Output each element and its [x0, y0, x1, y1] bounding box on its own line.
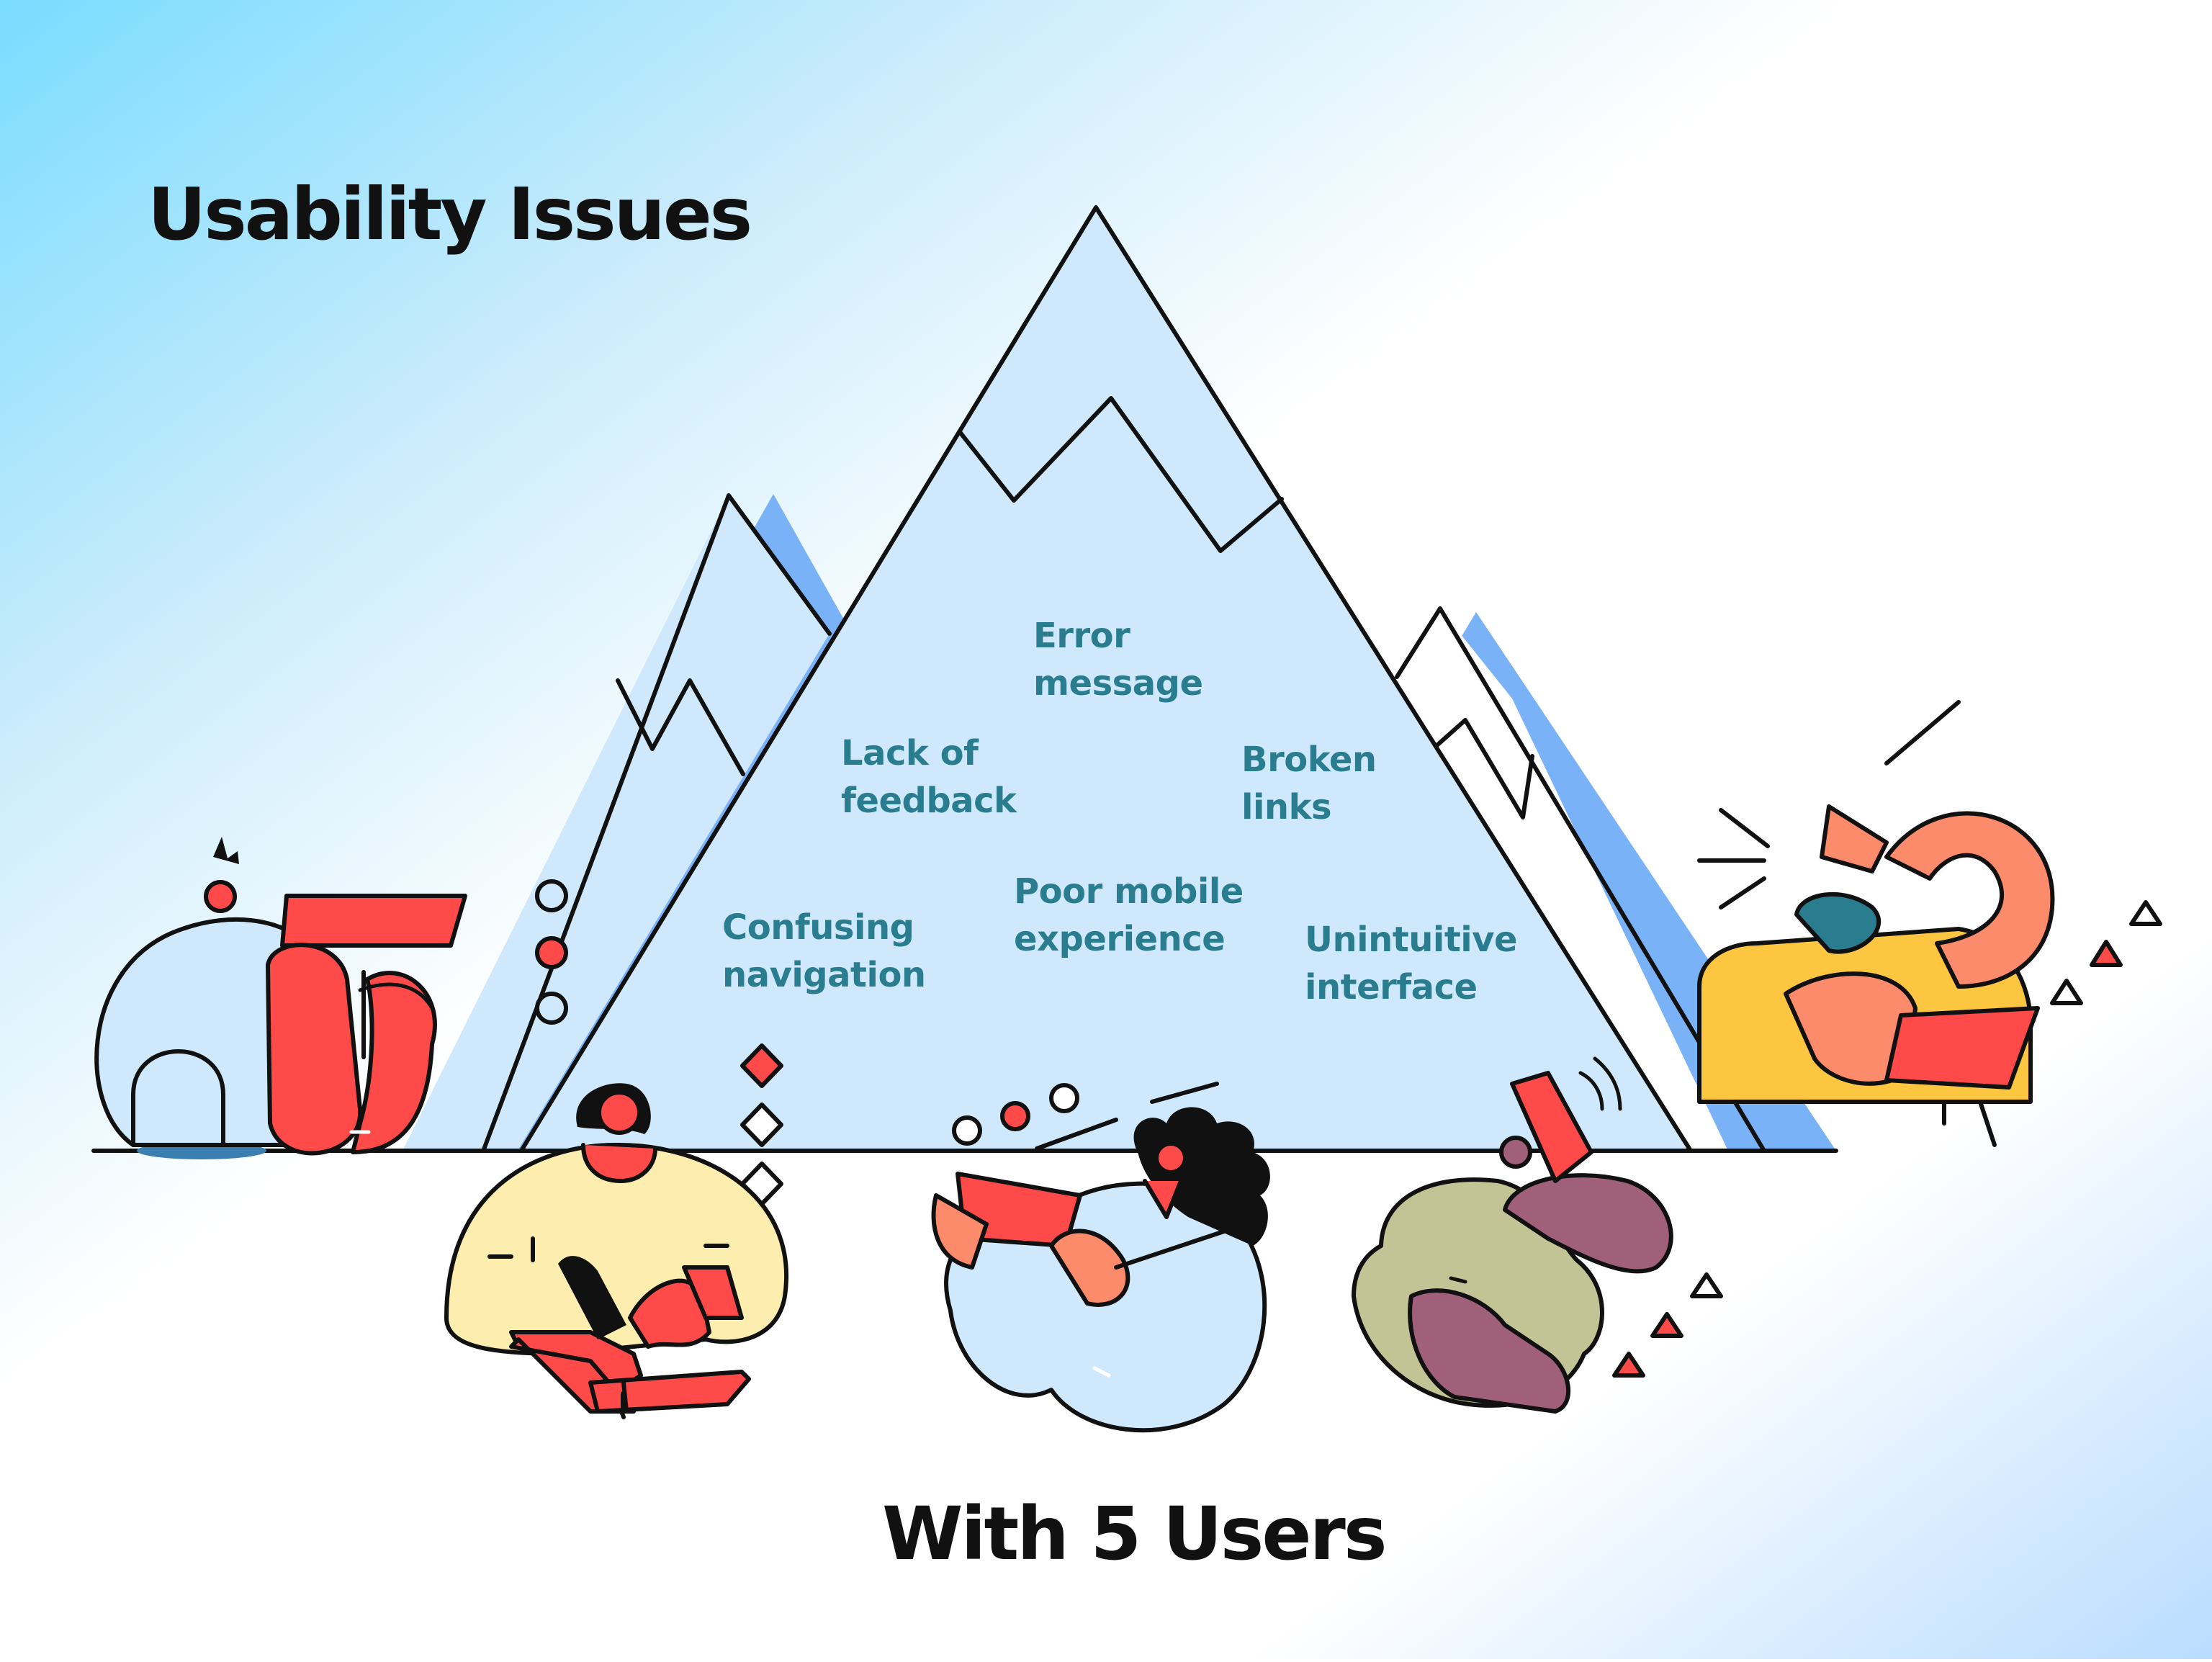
- issue-line: links: [1241, 787, 1332, 827]
- triangle-cluster: [1612, 1272, 1723, 1378]
- issue-line: Error: [1033, 616, 1130, 656]
- blue-character: [931, 1082, 1270, 1433]
- issue-label-broken-links: Broken links: [1241, 736, 1377, 831]
- issue-line: Poor mobile: [1014, 871, 1244, 912]
- issue-line: Broken: [1241, 740, 1377, 780]
- page-subtitle: With 5 Users: [882, 1491, 1388, 1577]
- olive-character: [1352, 1056, 1673, 1414]
- yellow-character: [444, 1083, 788, 1419]
- issue-line: experience: [1014, 919, 1226, 959]
- issue-line: Lack of: [841, 733, 979, 773]
- issue-line: feedback: [841, 781, 1017, 821]
- page-title: Usability Issues: [148, 172, 752, 256]
- issue-label-lack-of-feedback: Lack of feedback: [841, 729, 1017, 825]
- issue-line: navigation: [722, 955, 926, 995]
- left-character: [94, 837, 467, 1159]
- diamond-column: [740, 1043, 783, 1206]
- issue-line: Unintuitive: [1305, 920, 1518, 960]
- issue-label-confusing-navigation: Confusing navigation: [722, 904, 926, 999]
- issue-label-poor-mobile-experience: Poor mobile experience: [1014, 868, 1244, 963]
- issue-line: Confusing: [722, 907, 914, 948]
- issue-label-unintuitive-interface: Unintuitive interface: [1305, 916, 1518, 1011]
- issue-line: interface: [1305, 967, 1478, 1007]
- dot-column: [535, 879, 568, 1025]
- right-character: [1697, 700, 2162, 1147]
- issue-label-error-message: Error message: [1033, 612, 1203, 707]
- issue-line: message: [1033, 663, 1203, 704]
